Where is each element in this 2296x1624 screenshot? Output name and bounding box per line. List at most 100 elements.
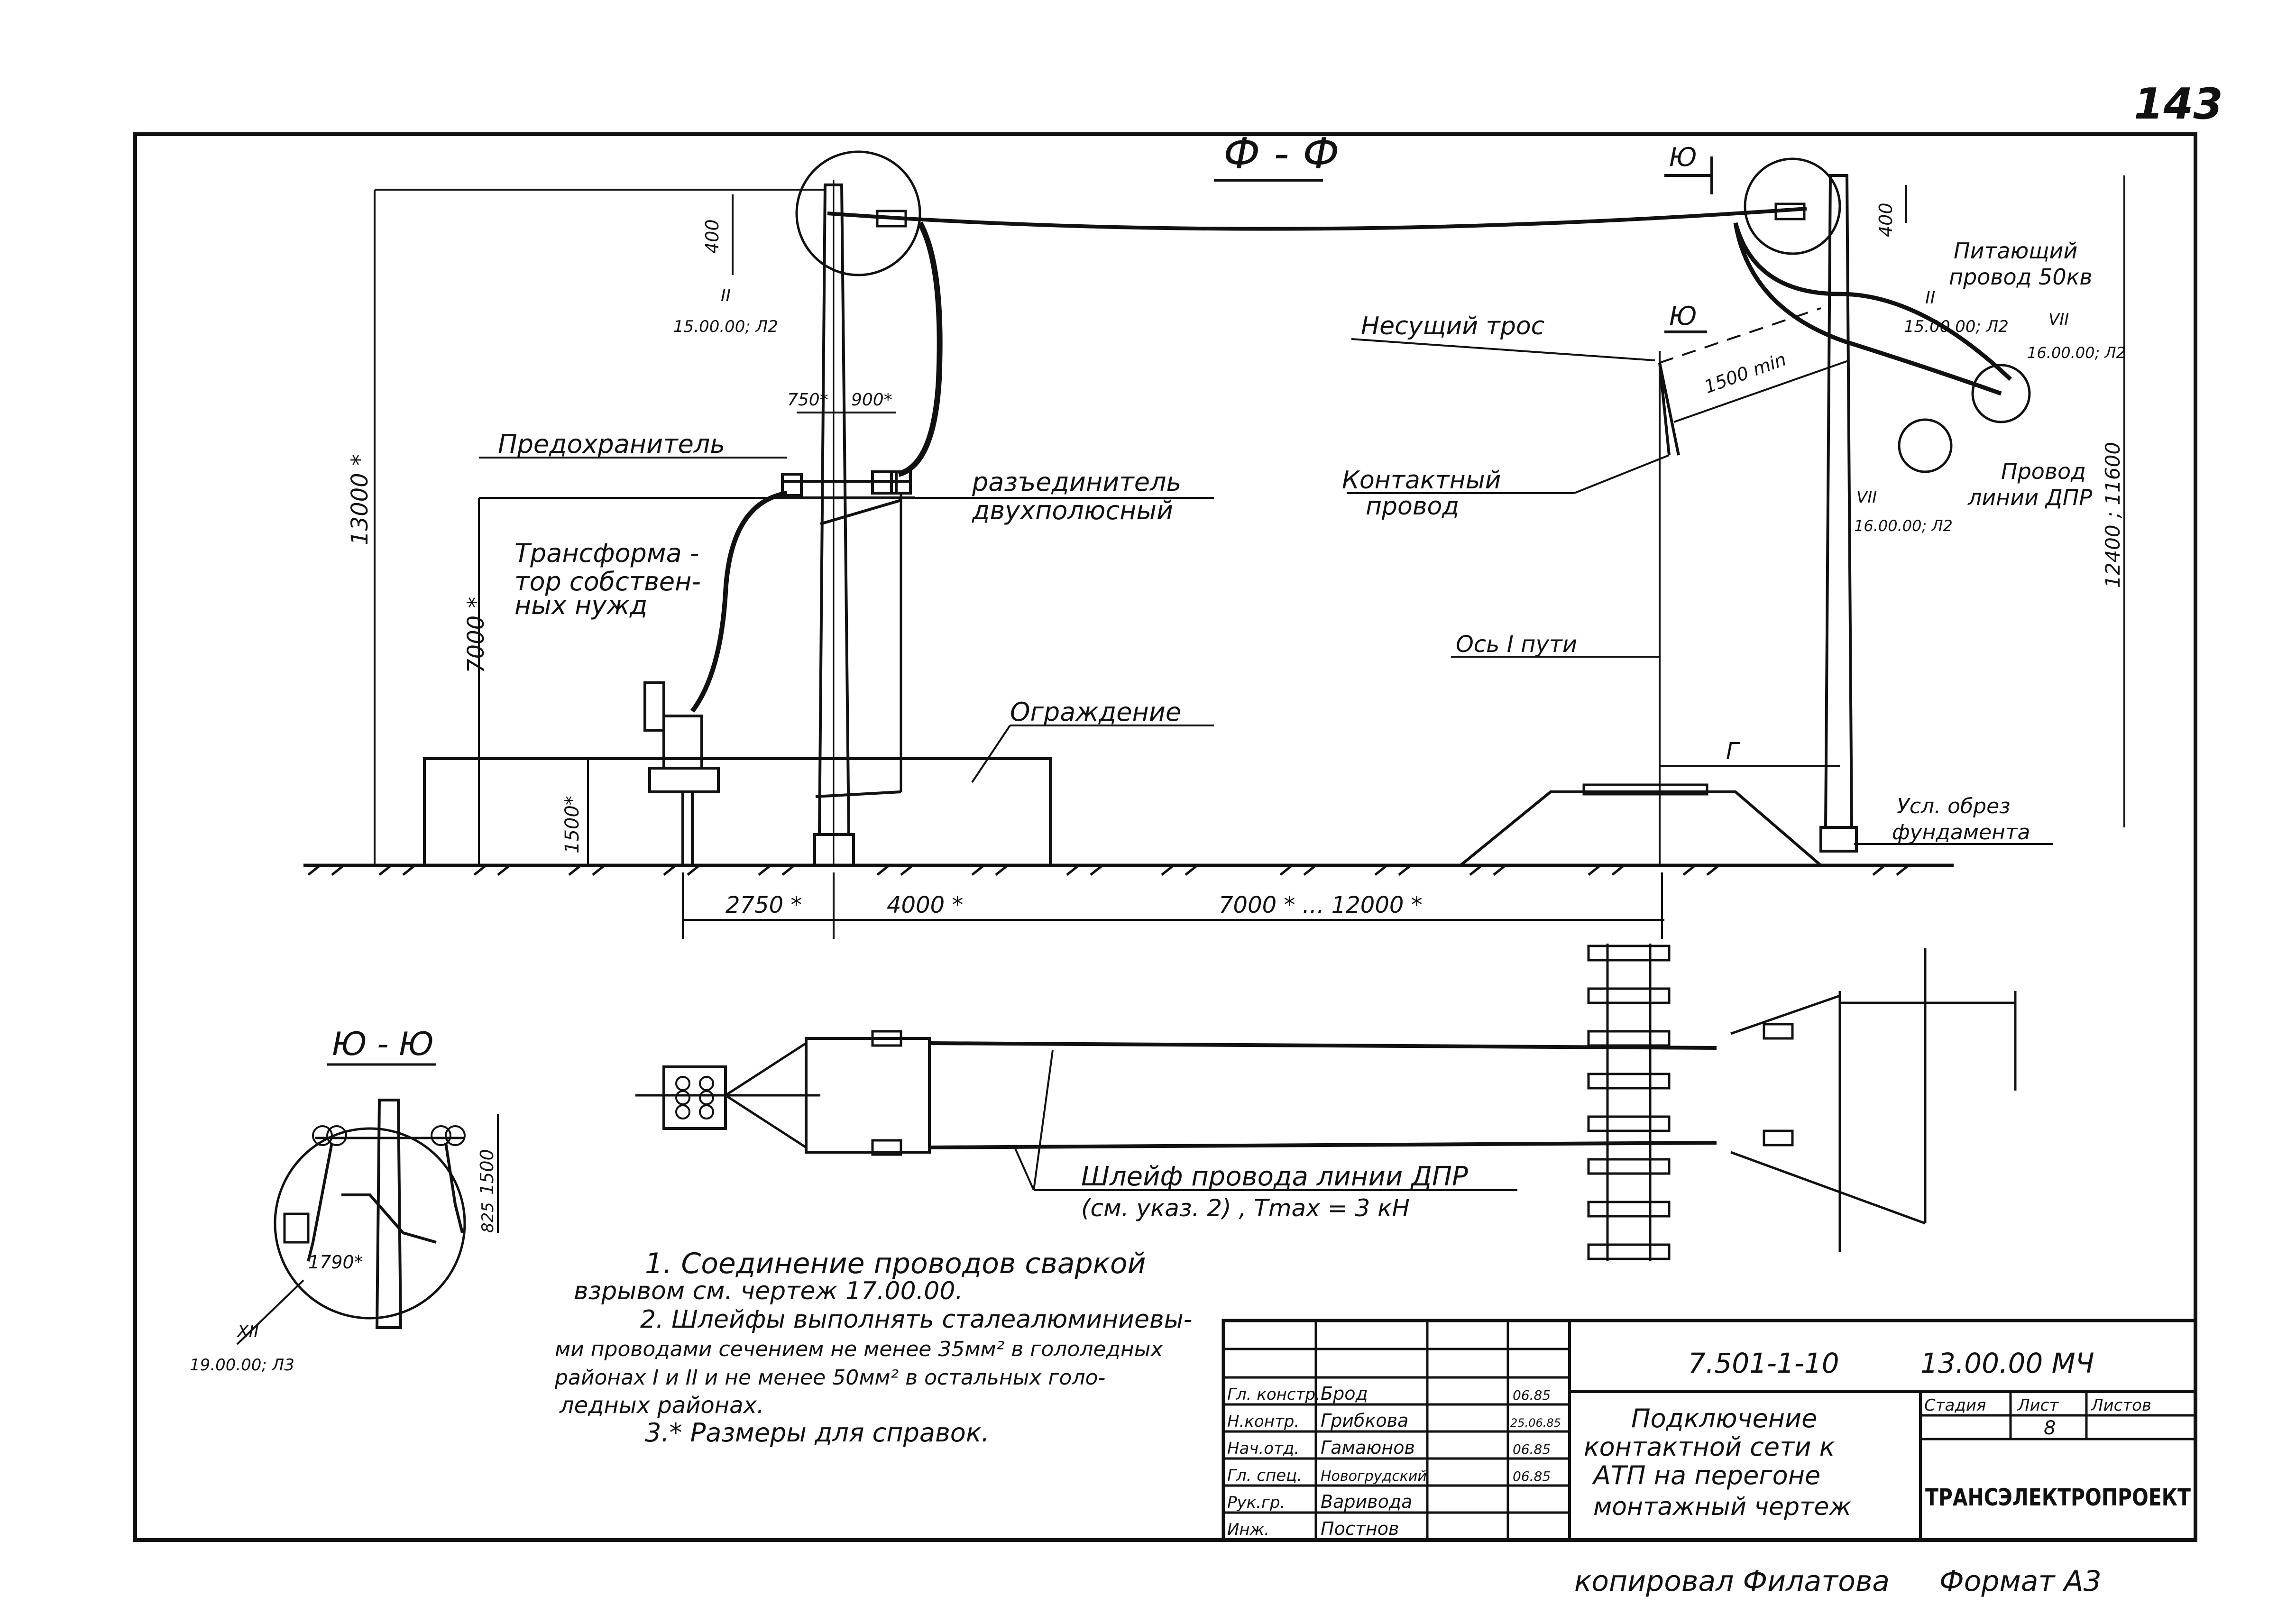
dim-4000: 4000 * [887,892,963,918]
tb-row-2-date: 25.06.85 [1510,1416,1561,1430]
label-feeder-l2: провод 50кв [1949,264,2093,290]
yy-dim-1790: 1790* [308,1252,363,1273]
tb-row-1-role: Гл. констр. [1227,1385,1321,1404]
dim-1500: 1500* [561,796,583,853]
left-pole [813,180,855,867]
col-stage: Стадия [1924,1396,1986,1415]
loop-wire [898,221,943,477]
note-2-l2: ми проводами сечением не менее 35мм² в г… [555,1337,1163,1361]
section-ff: Ф - Ф [303,129,2126,939]
note-2-l4: ледных районах. [559,1392,764,1419]
label-transformer-l3: ных нужд [514,590,647,620]
label-dpr-line-l2: линии ДПР [1967,485,2092,510]
detail-circle-vii-a [1971,364,2031,423]
label-contact-wire-l2: провод [1366,492,1459,521]
tb-row-4-role: Гл. спец. [1227,1466,1302,1485]
label-foundation-l1: Усл. обрез [1897,794,2011,818]
tb-row-3-role: Нач.отд. [1227,1439,1299,1458]
tb-row-6-role: Инж. [1227,1520,1269,1539]
label-transformer-l1: Трансформа - [514,538,699,568]
transformer-box-plan [662,1065,727,1130]
cut-mark-mid: Ю [1669,301,1697,331]
tb-row-2-name: Грибкова [1321,1410,1408,1431]
note-1-l2: взрывом см. чертеж 17.00.00. [574,1277,963,1305]
label-track-axis: Ось I пути [1456,631,1577,658]
ground-hatching [307,864,1910,876]
dim-12400: 12400 ; 11600 [2101,442,2124,588]
col-sheet: Лист [2017,1396,2059,1415]
loop-label-l1: Шлейф провода линии ДПР [1081,1161,1468,1192]
tb-row-3-date: 06.85 [1513,1441,1551,1457]
label-disconnector-l2: двухполюсный [972,495,1173,525]
sheet-code: 13.00.00 МЧ [1920,1347,2094,1379]
dpr-loop-wire-a [1733,222,2002,396]
label-dpr-line-l1: Провод [2001,459,2086,484]
dim-400-left: 400 [702,219,723,254]
footer-copied: копировал Филатова [1574,1565,1890,1598]
detail-circle-xii [274,1127,466,1320]
note-1-l1: 1. Соединение проводов сваркой [645,1247,1146,1280]
ballast [1460,790,1822,867]
tb-row-1-name: Брод [1321,1383,1368,1404]
label-contact-wire-l1: Контактный [1342,466,1501,495]
note-2-l1: 2. Шлейфы выполнять сталеалюминиевы- [640,1305,1192,1334]
plan-wire-lower [929,1141,1717,1149]
plan-view: Шлейф провода линии ДПР (см. указ. 2) , … [635,944,2017,1261]
tb-row-5-role: Рук.гр. [1227,1493,1285,1512]
ref-vii-b-code: 16.00.00; Л2 [1854,517,1953,535]
fence [423,757,1052,867]
crossarm [778,470,915,525]
title-line-4: монтажный чертеж [1593,1493,1851,1521]
label-carrier-cable: Несущий трос [1361,312,1544,340]
tb-row-6-name: Постнов [1321,1518,1399,1539]
dim-400-right: 400 [1875,202,1896,237]
section-yy-title: Ю - Ю [332,1026,434,1063]
dim-7000-12000: 7000 * ... 12000 * [1219,892,1423,918]
feeder-span [827,207,1807,231]
dpr-loop-wire-b [1733,222,2012,381]
yy-dim-1500: 1500 [477,1149,497,1195]
drawing-frame [133,132,2197,1542]
loop-label-l2: (см. указ. 2) , Tmax = 3 кН [1081,1194,1410,1222]
track-plan [1587,944,1671,1261]
right-pole [1819,174,1858,853]
yy-dim-825: 825 [478,1202,497,1233]
note-2-l3: районах I и II и не менее 50мм² в осталь… [554,1366,1105,1390]
label-foundation-l2: фундамента [1892,820,2030,844]
tb-row-5-name: Варивода [1321,1491,1412,1512]
section-ff-title: Ф - Ф [1223,129,1340,179]
cut-mark-top: Ю [1669,142,1697,172]
label-feeder-l1: Питающий [1954,238,2077,264]
title-line-2: контактной сети к [1584,1432,1835,1462]
ref-left-num: II [721,286,731,305]
ref-vii-a-code: 16.00.00; Л2 [2027,344,2126,362]
tb-row-3-name: Гамаюнов [1321,1437,1415,1458]
ref-right-num: II [1925,288,1935,308]
ref-xii-num: XII [236,1322,259,1341]
gauge-label: Г [1726,738,1740,764]
ref-right-code: 15.00.00; Л2 [1904,317,2009,336]
dim-7000: 7000 * [463,597,489,673]
org-name: ТРАНСЭЛЕКТРОПРОЕКТ [1925,1484,2191,1511]
section-yy: Ю - Ю 1500 825 1790* XII 19.00.00; Л3 [190,1026,499,1375]
doc-code: 7.501-1-10 [1688,1347,1839,1379]
notes: 1. Соединение проводов сваркой взрывом с… [554,1247,1192,1448]
dim-1500min: 1500 min [1701,349,1789,397]
footer-format: Формат А3 [1939,1565,2102,1598]
label-fence: Ограждение [1010,697,1181,727]
label-disconnector-l1: разъединитель [972,467,1181,497]
detail-circle-ii-left [795,150,921,276]
ref-left-code: 15.00.00; Л2 [673,317,778,336]
note-3: 3.* Размеры для справок. [645,1418,990,1448]
tb-row-4-date: 06.85 [1513,1468,1551,1484]
dim-750: 750* [787,390,828,410]
title-block: Гл. констр. Брод 06.85 Н.контр. Грибкова… [1221,1319,2197,1542]
tb-row-4-name: Новогрудский [1321,1468,1427,1485]
tb-row-2-role: Н.контр. [1227,1412,1299,1431]
ref-vii-b-num: VII [1856,488,1877,507]
sheet-no: 8 [2044,1417,2056,1439]
title-line-1: Подключение [1631,1404,1817,1433]
ref-vii-a-num: VII [2048,310,2069,329]
transformer [643,681,720,865]
ref-xii-code: 19.00.00; Л3 [190,1356,294,1375]
